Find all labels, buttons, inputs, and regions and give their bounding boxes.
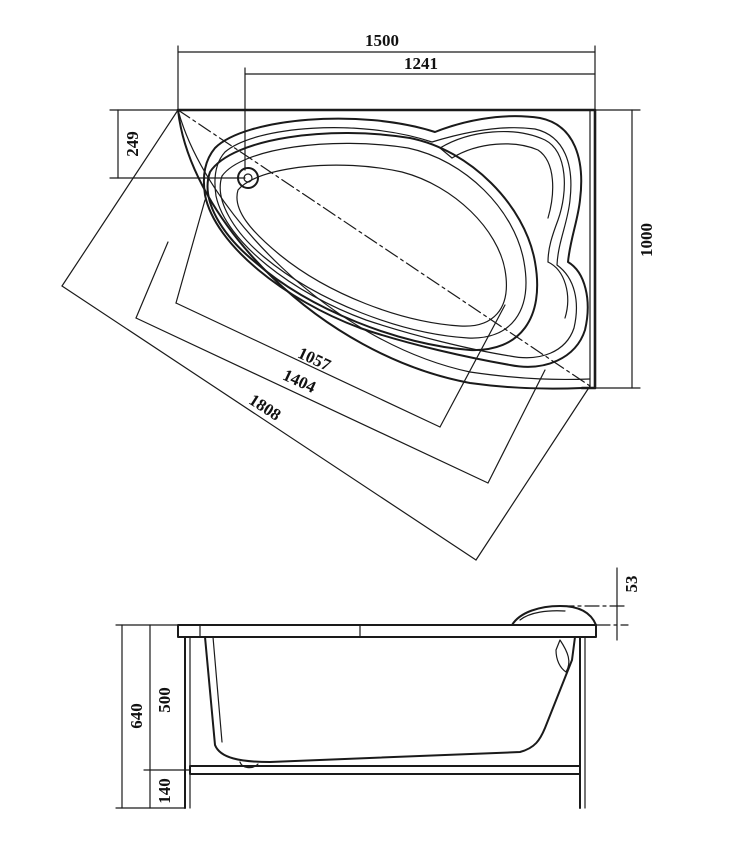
dimension-53: 53 <box>559 567 641 641</box>
dimension-500: 500 <box>143 624 191 771</box>
side-view: 640 500 140 53 <box>115 567 641 809</box>
label-1241: 1241 <box>404 54 438 73</box>
dimension-1404: 1404 <box>135 241 546 484</box>
rim-top <box>177 624 597 638</box>
basin <box>206 132 539 352</box>
label-1404: 1404 <box>280 365 319 397</box>
label-1808: 1808 <box>246 390 285 424</box>
dimension-1241: 1241 <box>244 54 596 171</box>
label-640: 640 <box>127 703 146 729</box>
label-1000: 1000 <box>637 223 656 257</box>
label-53: 53 <box>622 576 641 593</box>
label-1500: 1500 <box>365 31 399 50</box>
centerline-diagonal <box>177 109 591 387</box>
label-140: 140 <box>155 778 174 804</box>
dimension-1000: 1000 <box>594 109 656 389</box>
tub-rim <box>202 115 589 368</box>
dimension-249: 249 <box>109 109 246 179</box>
drain-icon <box>237 167 259 189</box>
dimension-140: 140 <box>149 769 174 809</box>
dimension-1057: 1057 <box>175 199 506 428</box>
label-249: 249 <box>123 131 142 157</box>
dimension-640: 640 <box>115 624 186 809</box>
label-500: 500 <box>155 687 174 713</box>
side-frame <box>184 636 586 809</box>
side-basin <box>204 636 576 769</box>
side-headrest <box>511 605 597 626</box>
plan-view: 1500 1241 1000 249 <box>61 31 656 561</box>
headrest <box>439 131 569 319</box>
dimension-1500: 1500 <box>177 31 596 111</box>
